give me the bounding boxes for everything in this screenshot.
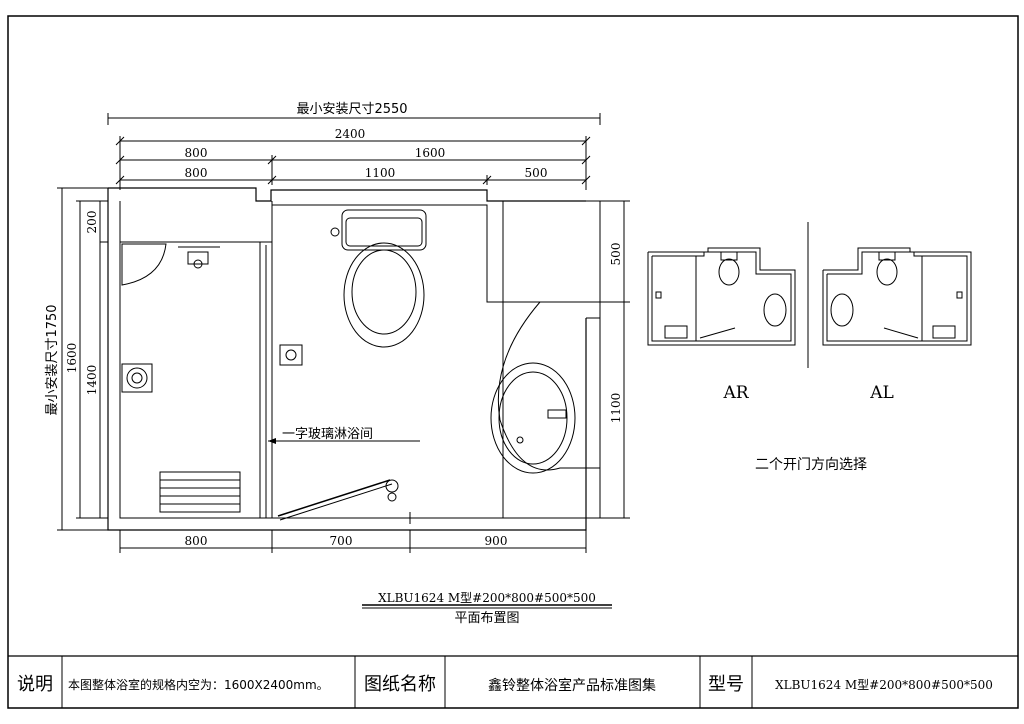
- plan-variant-ar: [647, 247, 796, 346]
- glass-door-icon: [272, 479, 411, 524]
- leader-arrow: [268, 438, 276, 444]
- dim-min-install-height: 最小安装尺寸1750: [45, 304, 60, 415]
- plan-title: 平面布置图: [454, 611, 519, 626]
- toilet-icon: [330, 209, 427, 348]
- dim-top-800-a: 800: [185, 146, 208, 160]
- dim-bottom-900: 900: [485, 534, 508, 548]
- door-choice-label: 二个开门方向选择: [755, 457, 867, 473]
- dim-left-1600: 1600: [65, 343, 79, 374]
- dim-top-800-b: 800: [185, 166, 208, 180]
- dim-left-200: 200: [85, 211, 99, 234]
- variant-al-label: AL: [869, 383, 894, 403]
- variant-ar-label: AR: [722, 383, 749, 403]
- outlet-icon: [279, 344, 303, 366]
- sheet-border: [7, 15, 1019, 709]
- model-value: XLBU1624 M型#200*800#500*500: [775, 678, 993, 692]
- shower-label: 一字玻璃淋浴间: [282, 427, 373, 442]
- dim-right-1100: 1100: [609, 393, 623, 424]
- shower-bench: [159, 471, 241, 513]
- note-text: 本图整体浴室的规格内空为：1600X2400mm。: [68, 677, 329, 692]
- corner-shelf: [121, 243, 167, 286]
- dim-top-500: 500: [525, 166, 548, 180]
- dim-left-1400: 1400: [85, 365, 99, 396]
- model-caption: XLBU1624 M型#200*800#500*500: [378, 591, 596, 605]
- dim-top-1100: 1100: [365, 166, 396, 180]
- washbasin-icon: [490, 301, 600, 474]
- note-label: 说明: [17, 674, 53, 695]
- floor-drain-icon: [121, 363, 153, 393]
- drawing-name-label: 图纸名称: [364, 674, 436, 695]
- dimension-lines-top: [107, 113, 601, 190]
- dim-bottom-800: 800: [185, 534, 208, 548]
- plan-variant-al: [822, 247, 972, 346]
- dimension-lines-right: [600, 200, 630, 519]
- dim-total-width: 2400: [335, 127, 366, 141]
- shower-faucet-icon: [178, 246, 220, 269]
- drawing-name: 鑫铃整体浴室产品标准图集: [488, 677, 656, 694]
- dim-top-1600: 1600: [415, 146, 446, 160]
- dimension-lines-bottom: [119, 530, 587, 553]
- model-label: 型号: [708, 674, 744, 695]
- dim-bottom-700: 700: [330, 534, 353, 548]
- dimension-lines-left: [57, 187, 120, 531]
- dim-min-install-width: 最小安装尺寸2550: [296, 102, 407, 117]
- outer-wall: [107, 187, 601, 531]
- dim-right-500: 500: [609, 243, 623, 266]
